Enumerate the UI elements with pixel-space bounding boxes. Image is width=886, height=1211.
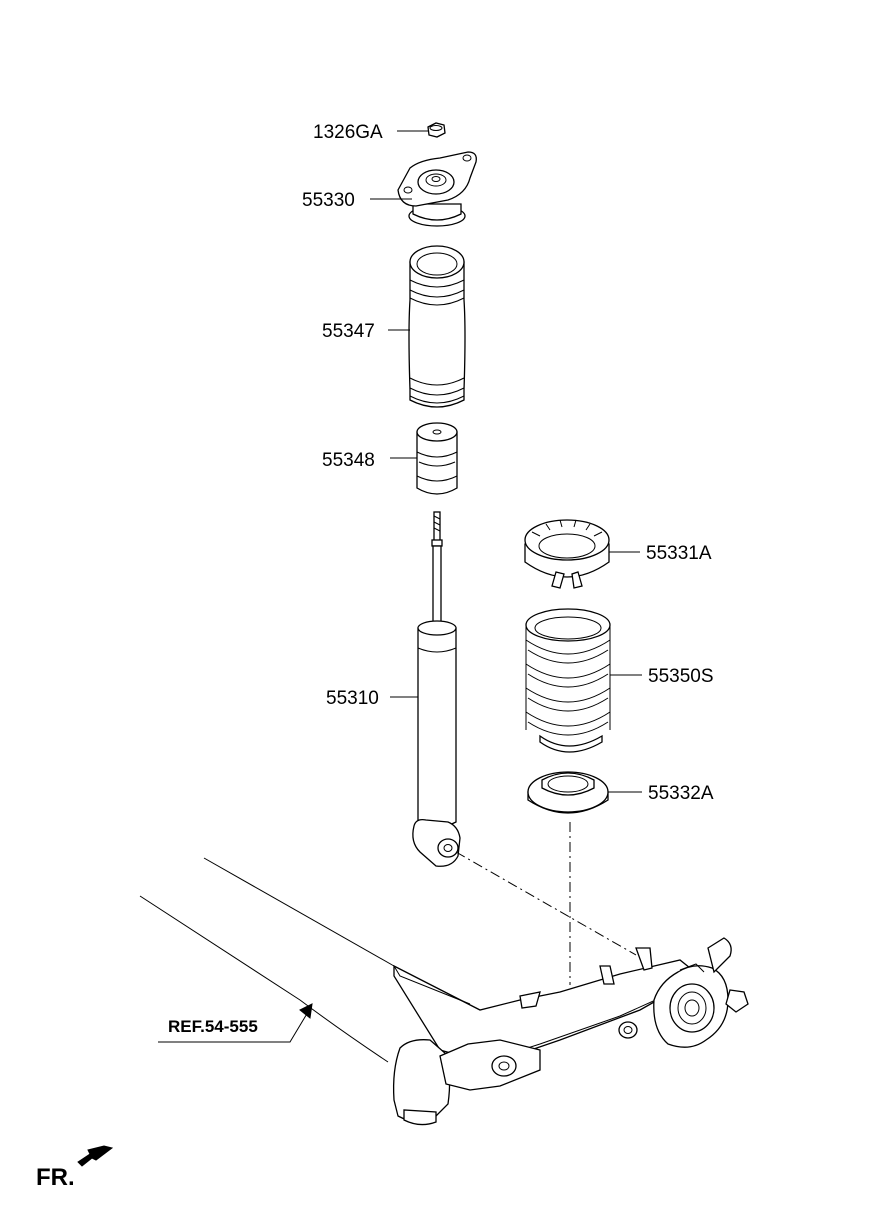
label-1326ga: 1326GA (313, 122, 383, 143)
reference-callout[interactable]: REF.54-555 (158, 1003, 313, 1043)
top-mount-55330[interactable] (397, 151, 477, 227)
nut-1326ga[interactable] (427, 122, 446, 138)
label-55350s: 55350S (648, 666, 714, 687)
coil-spring-55350s[interactable] (525, 608, 611, 753)
assembly-line-shock (455, 851, 637, 956)
label-55348: 55348 (322, 450, 375, 471)
label-55331a: 55331A (646, 543, 712, 564)
front-arrow-icon (77, 1145, 114, 1167)
label-55347: 55347 (322, 321, 375, 342)
front-direction-indicator: FR. (36, 1145, 114, 1191)
label-reference: REF.54-555 (168, 1017, 258, 1036)
lower-spring-pad-55332a[interactable] (527, 771, 609, 814)
label-55332a: 55332A (648, 783, 714, 804)
dust-cover-55347[interactable] (408, 245, 466, 408)
rear-axle-beam (139, 857, 749, 1126)
label-55310: 55310 (326, 688, 379, 709)
label-front: FR. (36, 1164, 75, 1191)
label-55330: 55330 (302, 190, 355, 211)
upper-spring-pad-55331a[interactable] (524, 519, 610, 589)
bump-stopper-55348[interactable] (416, 422, 458, 495)
shock-absorber-55310[interactable] (412, 511, 461, 867)
